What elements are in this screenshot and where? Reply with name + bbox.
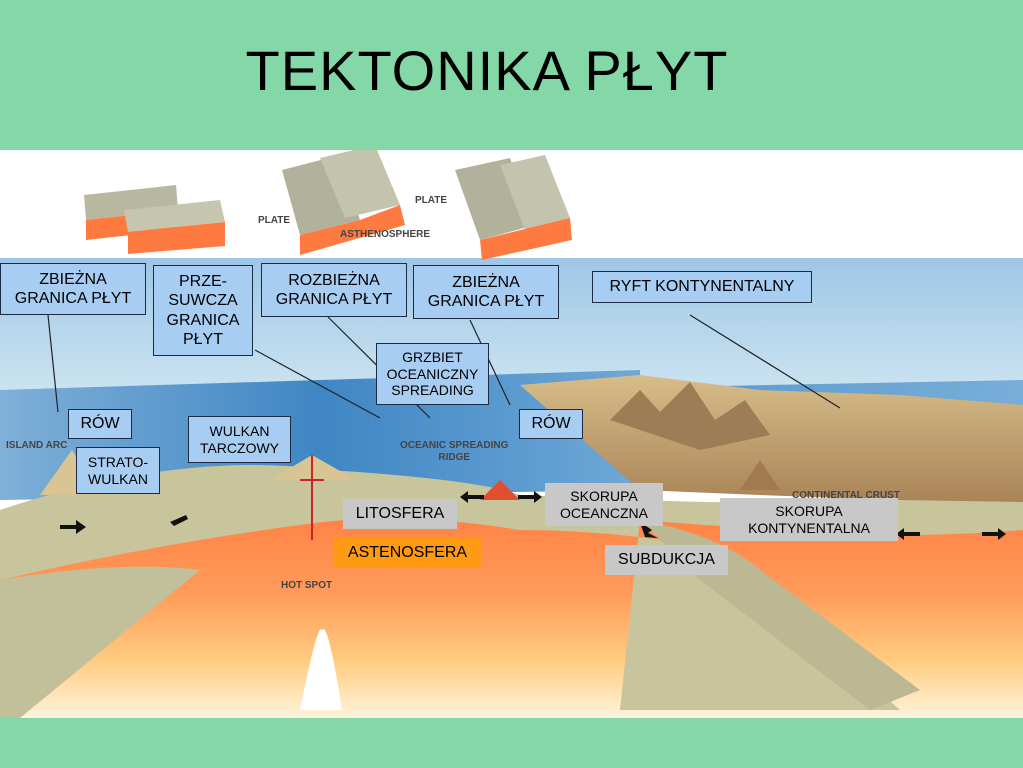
label-continental-rift: RYFT KONTYNENTALNY (592, 271, 812, 303)
label-trench-left: RÓW (68, 409, 132, 439)
arrow-left-1 (170, 515, 188, 526)
hot-spot-plume (300, 629, 342, 710)
hot-spot-text: HOT SPOT (281, 580, 333, 591)
arrow-right-1 (60, 520, 86, 534)
arrow-left-3 (896, 528, 920, 540)
label-stratovolcano: STRATO- WULKAN (76, 447, 160, 494)
block-plate-left: PLATE (258, 215, 291, 226)
ridge-magma (480, 480, 520, 500)
tectonics-diagram: PLATE PLATE ASTHENOSPHERE ISLAND ARC OCE… (0, 150, 1023, 718)
leader-transform (254, 349, 381, 419)
block-divergent-right (320, 150, 400, 218)
footer-band (0, 718, 1023, 768)
label-subduction: SUBDUKCJA (605, 545, 728, 575)
label-continental-crust: SKORUPA KONTYNENTALNA (720, 498, 898, 541)
block-divergent-base (300, 205, 405, 255)
block-transform-right-top (124, 200, 225, 232)
oceanic-ridge-text: OCEANIC SPREADING RIDGE (400, 440, 509, 463)
block-asthenosphere: ASTHENOSPHERE (340, 229, 431, 240)
label-asthenosphere: ASTENOSFERA (334, 537, 481, 568)
page-title: TEKTONIKA PŁYT (245, 39, 729, 102)
cross-section-illustration (0, 150, 1023, 718)
block-transform-right-side (128, 222, 225, 254)
label-oceanic-ridge: GRZBIET OCEANICZNY SPREADING (376, 343, 489, 405)
block-plate-right: PLATE (415, 195, 448, 206)
arrow-subduction (640, 522, 658, 538)
label-shield-volcano: WULKAN TARCZOWY (188, 416, 291, 463)
block-convergent-base (480, 218, 572, 260)
label-convergent-boundary-left: ZBIEŻNA GRANICA PŁYT (0, 263, 146, 315)
continental-crust-text: CONTINENTAL CRUST (792, 490, 900, 501)
leader-convergent-right (469, 319, 511, 406)
mountain-range (610, 382, 770, 450)
label-divergent-boundary: ROZBIEŻNA GRANICA PŁYT (261, 263, 407, 317)
island-arc-text: ISLAND ARC (6, 440, 68, 451)
continental-volcano (740, 460, 780, 490)
label-trench-right: RÓW (519, 409, 583, 439)
label-oceanic-crust: SKORUPA OCEANCZNA (545, 483, 663, 526)
label-lithosphere: LITOSFERA (343, 499, 457, 529)
subducting-slab-left (0, 566, 200, 718)
block-convergent-right (500, 155, 570, 230)
arrow-right-3 (982, 528, 1006, 540)
arrow-left-2 (460, 491, 484, 503)
label-transform-boundary: PRZE- SUWCZA GRANICA PŁYT (153, 265, 253, 356)
leader-convergent-left (47, 314, 59, 413)
label-convergent-boundary-right: ZBIEŻNA GRANICA PŁYT (413, 265, 559, 319)
arrow-right-2 (518, 491, 542, 503)
leader-rift (689, 314, 841, 409)
magma-conduit (300, 455, 324, 540)
